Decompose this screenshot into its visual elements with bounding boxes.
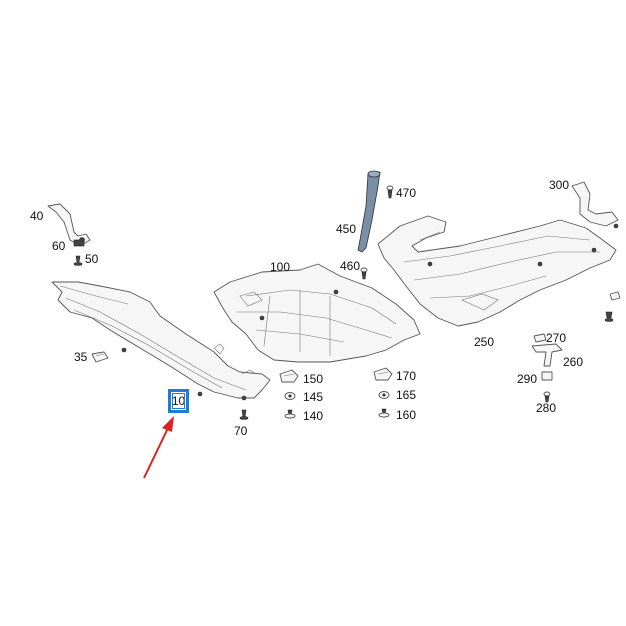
edge-fastener-upper	[609, 291, 621, 301]
label-10: 10	[171, 394, 186, 408]
part-60-clip[interactable]	[73, 239, 85, 247]
pointer-arrow	[143, 416, 174, 479]
highlighted-part-10-label[interactable]: 10	[168, 389, 189, 413]
part-150-clip[interactable]	[279, 369, 299, 383]
label-35: 35	[74, 350, 88, 364]
part-50-screw[interactable]	[73, 255, 83, 266]
part-100-center-panel[interactable]	[213, 263, 421, 363]
label-170: 170	[396, 369, 416, 383]
label-140: 140	[303, 409, 323, 423]
part-270-clip[interactable]	[533, 333, 547, 343]
part-170-clip[interactable]	[373, 367, 393, 381]
label-460: 460	[340, 259, 360, 273]
label-100: 100	[270, 260, 290, 274]
label-280: 280	[536, 401, 556, 415]
label-160: 160	[396, 408, 416, 422]
label-260: 260	[563, 355, 583, 369]
part-280-screw[interactable]	[543, 391, 551, 403]
label-150: 150	[303, 372, 323, 386]
label-60: 60	[52, 239, 66, 253]
label-450: 450	[336, 222, 356, 236]
label-250: 250	[474, 335, 494, 349]
label-50: 50	[85, 252, 99, 266]
part-145-washer[interactable]	[284, 392, 296, 400]
label-470: 470	[396, 186, 416, 200]
part-460-screw[interactable]	[360, 267, 368, 280]
part-35-clip-nut[interactable]	[91, 351, 109, 363]
part-260-bracket[interactable]	[531, 343, 563, 367]
part-10-underbody-panel[interactable]	[51, 281, 271, 401]
label-270: 270	[546, 331, 566, 345]
edge-fastener-lower	[604, 311, 614, 322]
part-290-nut[interactable]	[541, 371, 553, 381]
part-470-screw[interactable]	[386, 185, 394, 199]
part-300-bracket[interactable]	[571, 181, 619, 229]
label-290: 290	[517, 372, 537, 386]
label-70: 70	[234, 424, 248, 438]
label-145: 145	[303, 390, 323, 404]
part-165-washer[interactable]	[378, 391, 390, 399]
label-300: 300	[549, 178, 569, 192]
part-160-screw[interactable]	[378, 408, 390, 418]
label-165: 165	[396, 388, 416, 402]
part-140-screw[interactable]	[284, 409, 296, 419]
label-40: 40	[30, 209, 44, 223]
part-450-strut[interactable]	[357, 170, 381, 253]
highlight-inner-border	[172, 393, 185, 409]
part-250-rear-panel[interactable]	[377, 215, 617, 327]
part-70-screw[interactable]	[239, 409, 249, 420]
